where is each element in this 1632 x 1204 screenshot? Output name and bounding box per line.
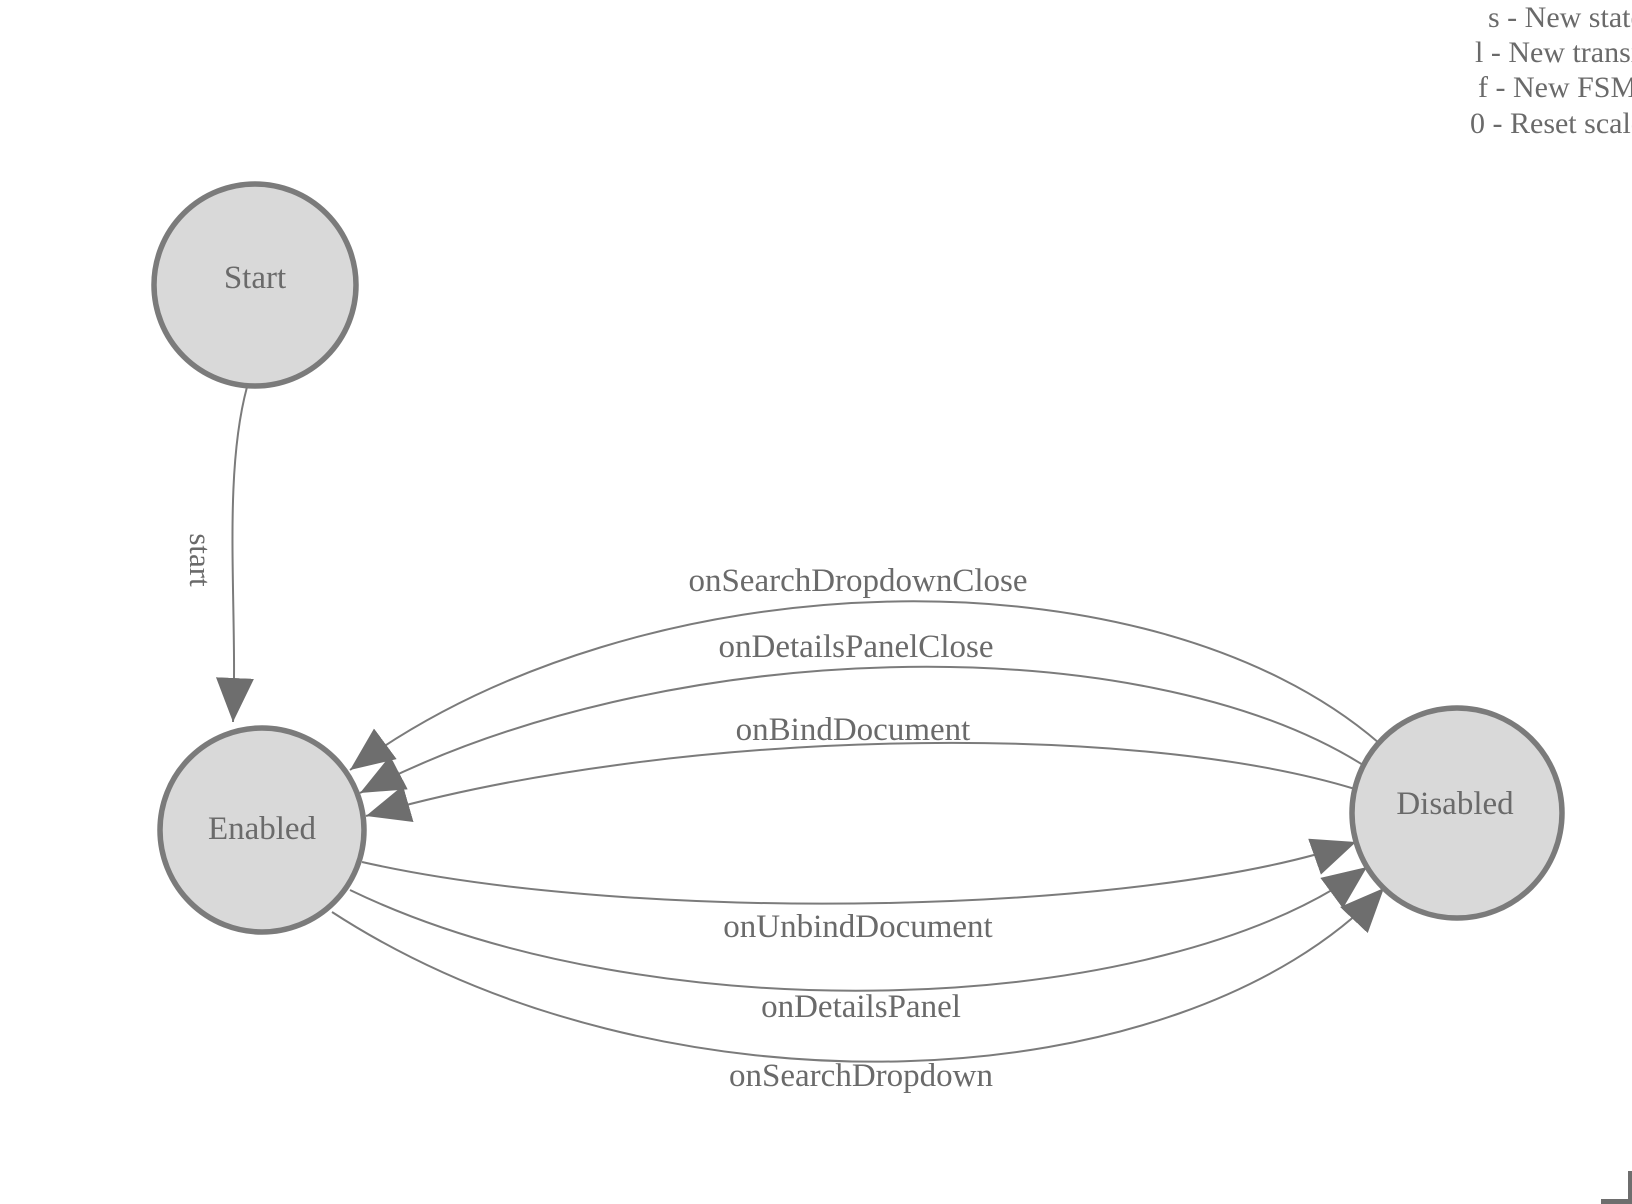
edge-on-bind-document[interactable] — [365, 741, 1356, 823]
edge-on-search-dropdown[interactable] — [331, 887, 1385, 1063]
edge-on-details-panel-close[interactable] — [359, 665, 1364, 794]
corner-mark-horizontal — [1601, 1199, 1632, 1204]
state-label-enabled: Enabled — [208, 811, 317, 847]
edge-label-on-search-dropdown[interactable]: onSearchDropdown — [729, 1058, 993, 1094]
transition-start[interactable]: start — [183, 386, 254, 723]
edge-label-on-bind-document[interactable]: onBindDocument — [736, 712, 971, 748]
transition-on-search-dropdown[interactable]: onSearchDropdown — [331, 887, 1385, 1094]
edge-on-unbind-document[interactable] — [361, 838, 1357, 905]
transition-on-details-panel-close[interactable]: onDetailsPanelClose — [359, 629, 1364, 794]
bottom-right-corner-mark — [1601, 1171, 1632, 1204]
edge-on-search-dropdown-close[interactable] — [349, 600, 1380, 771]
edge-label-on-details-panel-close[interactable]: onDetailsPanelClose — [719, 629, 994, 665]
state-node-start[interactable]: Start — [151, 181, 359, 389]
edge-label-on-unbind-document[interactable]: onUnbindDocument — [723, 909, 992, 945]
legend-line-new-state: s - New state — [1488, 1, 1632, 34]
state-circle-start[interactable] — [151, 181, 359, 389]
edge-label-start[interactable]: start — [183, 533, 218, 587]
legend-line-new-fsm: f - New FSM — [1478, 71, 1632, 104]
transition-on-bind-document[interactable]: onBindDocument — [365, 712, 1356, 823]
edge-label-on-search-dropdown-close[interactable]: onSearchDropdownClose — [688, 563, 1027, 599]
transition-on-search-dropdown-close[interactable]: onSearchDropdownClose — [349, 563, 1380, 771]
state-circle-disabled[interactable] — [1349, 705, 1565, 921]
state-circle-enabled[interactable] — [157, 725, 367, 935]
edge-on-details-panel[interactable] — [349, 866, 1368, 992]
edge-label-on-details-panel[interactable]: onDetailsPanel — [761, 989, 961, 1025]
legend-line-new-transition: l - New transition — [1475, 36, 1632, 69]
state-label-disabled: Disabled — [1396, 786, 1514, 822]
corner-mark-vertical — [1628, 1171, 1632, 1204]
legend-line-reset-scale: 0 - Reset scale — [1470, 107, 1632, 140]
transition-on-unbind-document[interactable]: onUnbindDocument — [361, 838, 1357, 945]
transition-on-details-panel[interactable]: onDetailsPanel — [349, 866, 1368, 1025]
state-node-enabled[interactable]: Enabled — [157, 725, 367, 935]
edge-start[interactable] — [215, 386, 254, 723]
state-label-start: Start — [224, 260, 286, 296]
state-node-disabled[interactable]: Disabled — [1349, 705, 1565, 921]
